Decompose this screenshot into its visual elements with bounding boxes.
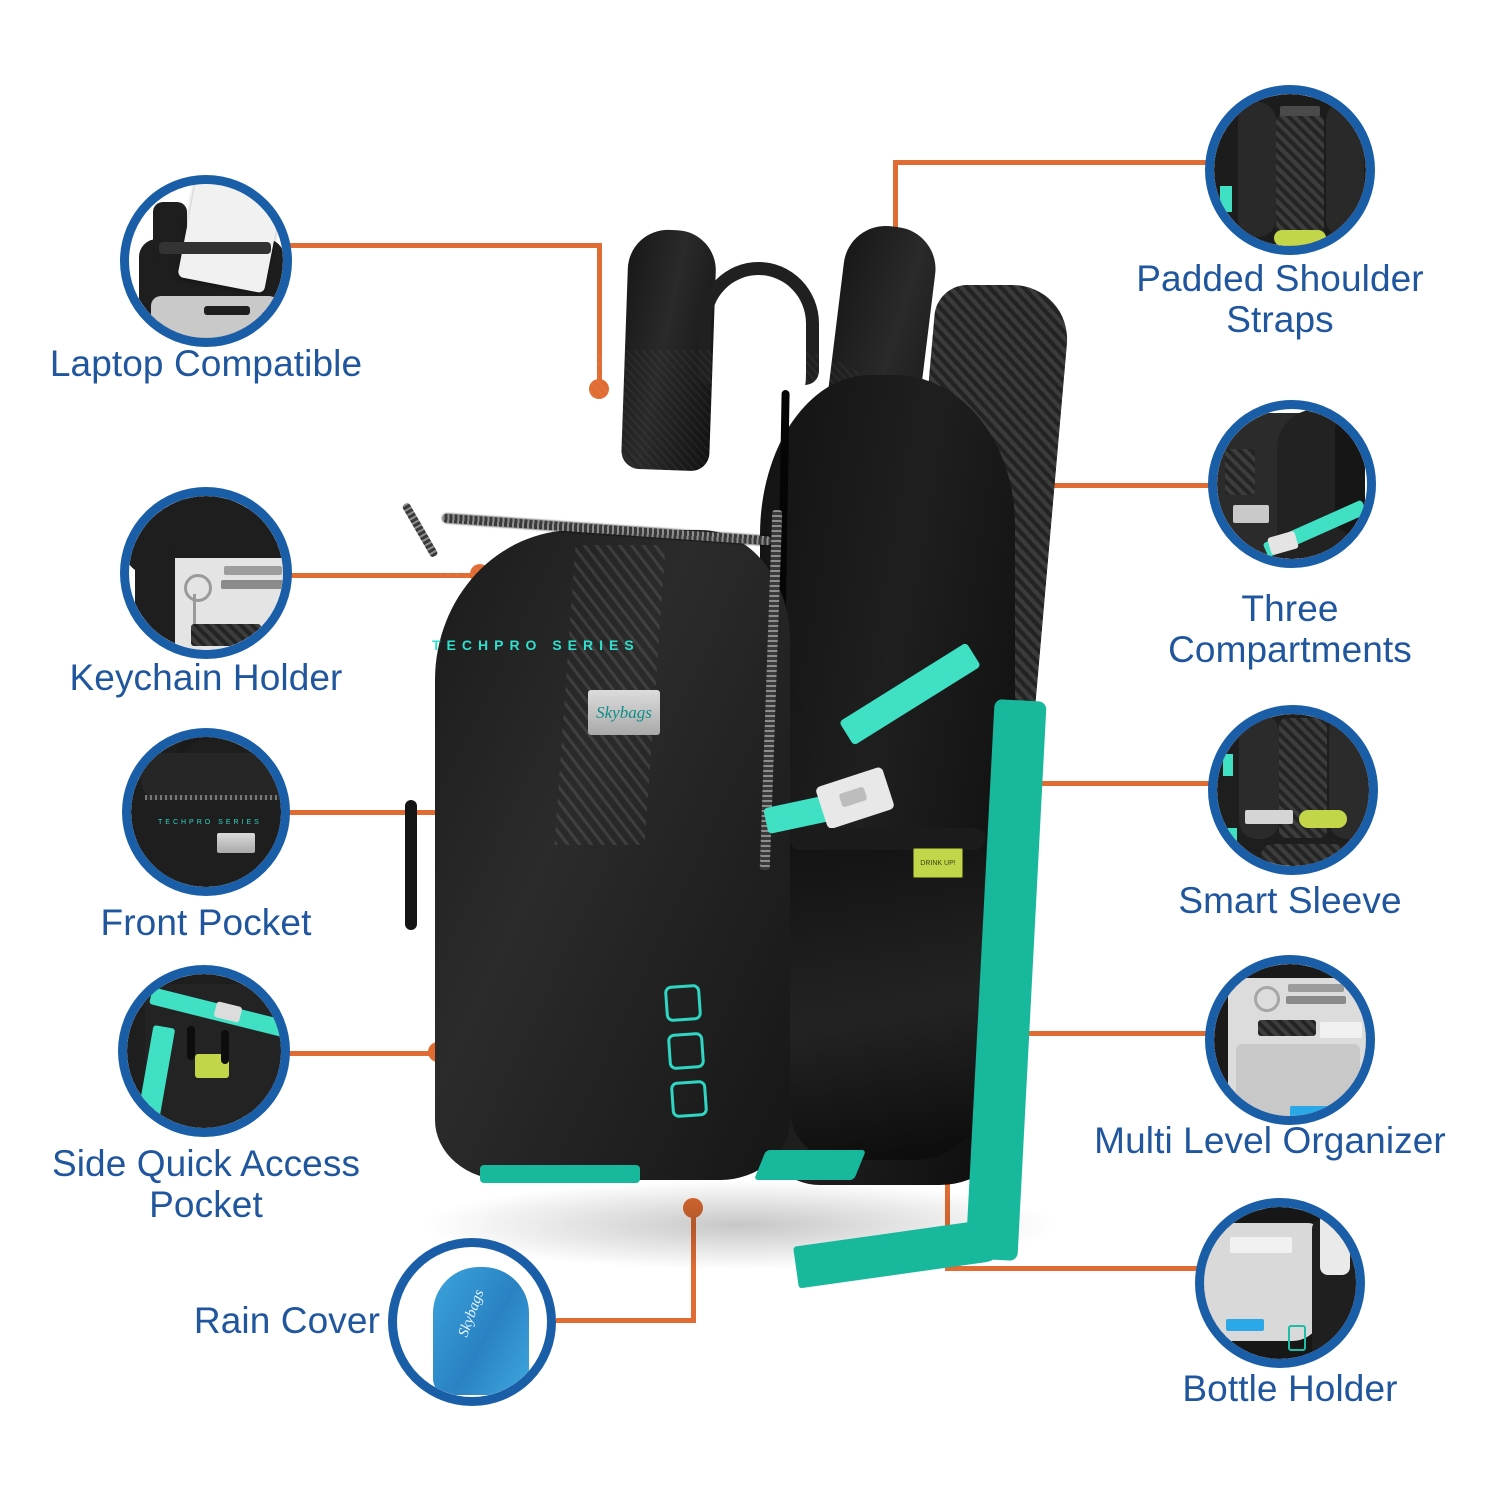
thumb-multi-level-organizer — [1205, 955, 1375, 1125]
drink-up-tag: DRINK UP! — [913, 848, 963, 878]
accent-square-3 — [669, 1079, 709, 1119]
thumb-front-pocket: TECHPRO SERIES — [122, 728, 290, 896]
product-backpack-illustration: TECHPRO SERIES Skybags DRINK UP! — [380, 200, 1080, 1289]
bottom-teal-trim — [480, 1165, 640, 1183]
label-three-compartments: Three Compartments — [1168, 588, 1412, 671]
hotspot-rain-cover — [683, 1198, 703, 1218]
label-padded-shoulder-straps: Padded Shoulder Straps — [1136, 258, 1424, 341]
connector-side-pocket-h — [288, 1051, 448, 1056]
connector-rain-cover-h — [556, 1318, 696, 1323]
thumb-bottle-holder — [1195, 1198, 1365, 1368]
connector-laptop-compatible-v — [597, 243, 602, 388]
connector-three-compartments-h — [950, 483, 1215, 488]
connector-smart-sleeve-h — [1013, 781, 1215, 786]
connector-keychain-holder-h — [288, 573, 498, 578]
accent-square-2 — [666, 1031, 706, 1071]
connector-laptop-compatible-h — [288, 243, 600, 248]
thumb-rain-cover: Skybags — [388, 1238, 556, 1406]
zipper-pull-left — [405, 800, 417, 930]
brand-logo-plate: Skybags — [588, 690, 660, 735]
label-front-pocket: Front Pocket — [100, 902, 312, 943]
connector-bottle-holder-h — [945, 1266, 1207, 1271]
accent-square-1 — [663, 983, 703, 1023]
label-multi-level-organizer: Multi Level Organizer — [1094, 1120, 1446, 1161]
connector-front-pocket-h — [288, 810, 488, 815]
label-rain-cover: Rain Cover — [193, 1300, 380, 1341]
thumb-padded-shoulder-straps — [1205, 85, 1375, 255]
bottle-pocket-elastic — [790, 828, 985, 850]
label-bottle-holder: Bottle Holder — [1182, 1368, 1398, 1409]
thumb-keychain-holder — [120, 487, 292, 659]
side-bottle-pocket — [790, 830, 985, 1160]
label-keychain-holder: Keychain Holder — [69, 657, 343, 698]
series-text: TECHPRO SERIES — [432, 637, 640, 653]
thumb-three-compartments — [1208, 400, 1376, 568]
label-side-quick-access-pocket: Side Quick Access Pocket — [51, 1143, 361, 1226]
thumb-smart-sleeve — [1208, 705, 1378, 875]
connector-rain-cover-v — [691, 1208, 696, 1321]
label-smart-sleeve: Smart Sleeve — [1178, 880, 1402, 921]
connector-padded-straps-v — [893, 160, 898, 270]
bottom-teal-tab — [753, 1150, 867, 1180]
drink-up-tag-text: DRINK UP! — [920, 859, 956, 867]
side-zipper — [401, 502, 439, 558]
front-pocket-panel — [435, 530, 790, 1180]
thumb-laptop-compatible — [120, 175, 292, 347]
brand-logo-text: Skybags — [596, 702, 652, 722]
label-laptop-compatible: Laptop Compatible — [49, 343, 363, 384]
connector-padded-straps-h — [893, 160, 1211, 165]
hotspot-laptop-compatible — [589, 379, 609, 399]
thumb-side-quick-access-pocket — [118, 965, 290, 1137]
